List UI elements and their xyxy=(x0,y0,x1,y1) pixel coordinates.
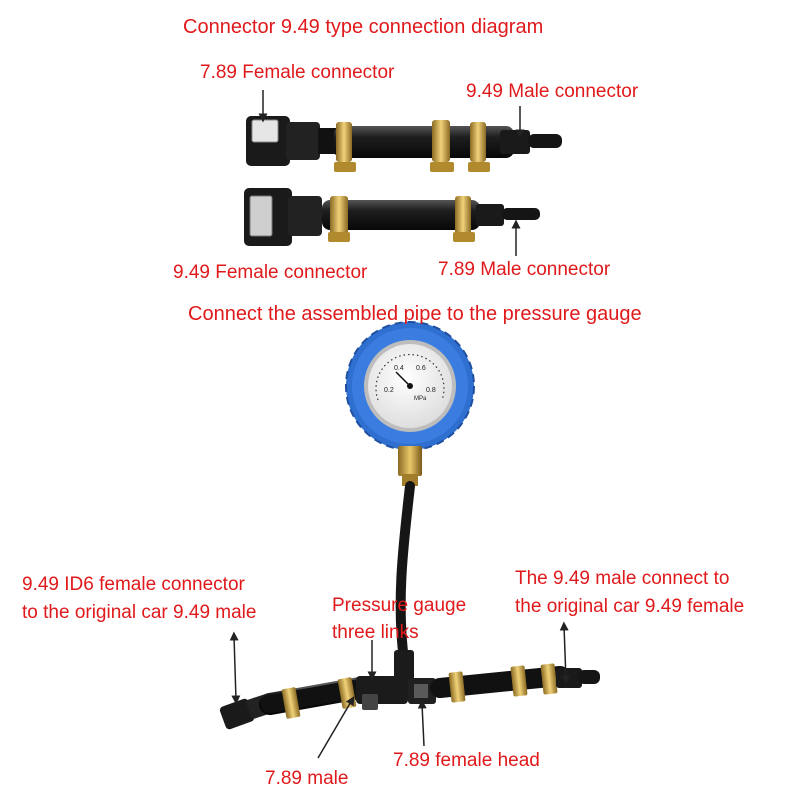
male-connector-7-89 xyxy=(476,204,540,226)
dial-mark-0-8: 0.8 xyxy=(426,387,436,394)
hose xyxy=(334,126,514,158)
female-connector-7-89 xyxy=(246,116,340,166)
assembly-1 xyxy=(246,90,562,172)
arrow-7-89-female-head xyxy=(417,699,427,747)
female-connector-9-49 xyxy=(244,188,322,246)
label-9-49-male-connector: 9.49 Male connector xyxy=(466,81,639,102)
female-connector-id6 xyxy=(219,698,255,730)
label-7-89-male: 7.89 male xyxy=(265,768,349,789)
pressure-gauge: 0.2 0.4 0.6 0.8 MPa xyxy=(345,321,475,486)
hose xyxy=(322,200,480,230)
dial-unit: MPa xyxy=(414,396,427,402)
label-male-connect-line2: the original car 9.49 female xyxy=(515,596,745,617)
diagram-title: Connector 9.49 type connection diagram xyxy=(183,16,544,38)
male-connector-9-49 xyxy=(500,130,562,154)
clamps xyxy=(328,196,475,242)
label-male-connect-line1: The 9.49 male connect to xyxy=(515,568,730,589)
label-three-links-line1: Pressure gauge xyxy=(332,595,467,616)
dial-mark-0-2: 0.2 xyxy=(384,387,394,394)
label-three-links-line2: three links xyxy=(332,622,419,643)
arrow-id6-female xyxy=(229,631,241,705)
arrow-7-89-male xyxy=(317,696,355,759)
assembly-2 xyxy=(244,188,540,256)
dial-mark-0-6: 0.6 xyxy=(416,365,426,372)
gauge-stem xyxy=(398,446,422,476)
label-9-49-female-connector: 9.49 Female connector xyxy=(173,262,368,283)
gauge-hose xyxy=(395,481,415,665)
label-id6-female-line2: to the original car 9.49 male xyxy=(22,602,257,623)
section-2-title: Connect the assembled pipe to the pressu… xyxy=(188,303,642,325)
label-7-89-female-head: 7.89 female head xyxy=(393,750,540,771)
label-7-89-male-connector: 7.89 Male connector xyxy=(438,259,611,280)
arrow-male-9-49-tee xyxy=(559,621,571,685)
label-7-89-female-connector: 7.89 Female connector xyxy=(200,62,395,83)
tee-assembly xyxy=(219,621,600,759)
label-id6-female-line1: 9.49 ID6 female connector xyxy=(22,574,245,595)
gauge-needle xyxy=(395,371,411,387)
clamps xyxy=(334,120,490,172)
dial-mark-0-4: 0.4 xyxy=(394,365,404,372)
